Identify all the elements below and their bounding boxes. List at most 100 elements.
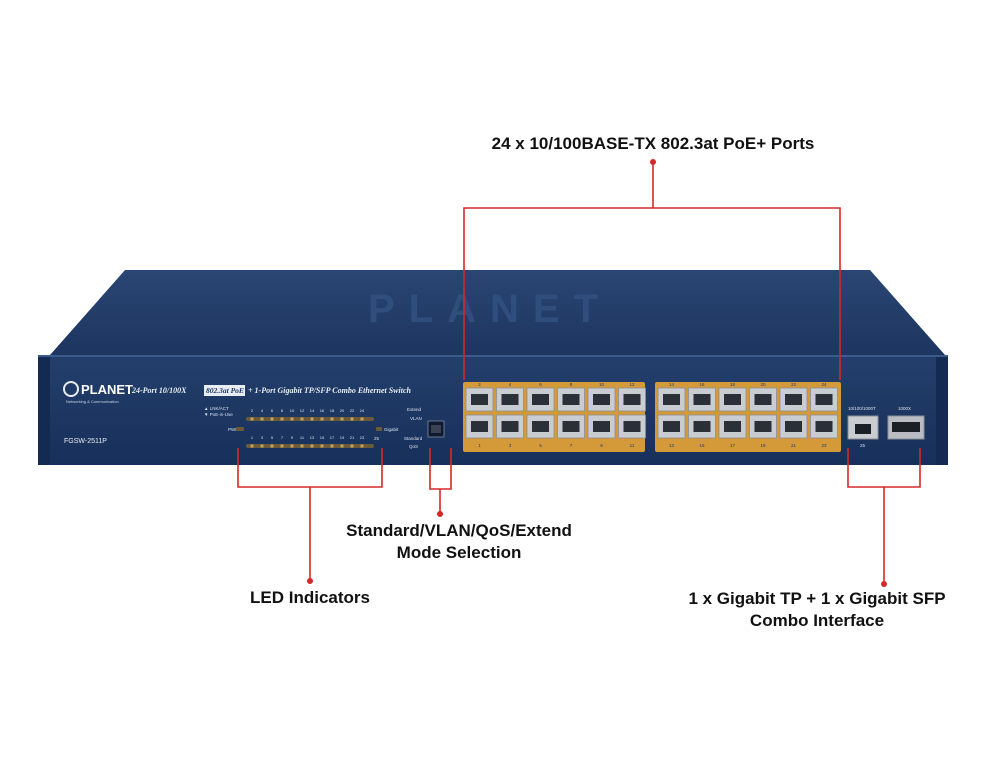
mode-callout-line2: Mode Selection (396, 543, 522, 562)
chassis-top (50, 270, 945, 355)
led-number-top-10: 10 (290, 408, 295, 413)
poe-port-bottom-slot-3 (501, 421, 519, 432)
poe-port-bottom-slot-9 (593, 421, 610, 432)
combo-sfp-slot (892, 422, 920, 432)
led-callout-text: LED Indicators (250, 588, 370, 607)
port-number-bottom-21: 21 (791, 443, 797, 448)
combo-port-number: 25 (860, 443, 866, 448)
combo-callout-label: 1 x Gigabit TP + 1 x Gigabit SFP Combo I… (652, 588, 982, 632)
led-number-bottom-9: 9 (291, 435, 294, 440)
combo-callout-line2: Combo Interface (749, 611, 885, 630)
poe-port-top-slot-24 (815, 394, 833, 405)
led-callout-label: LED Indicators (210, 587, 410, 609)
led-number-top-20: 20 (340, 408, 345, 413)
port-number-bottom-11: 11 (630, 443, 635, 448)
description-badge: 802.3at PoE (206, 386, 244, 395)
poe-port-bottom-slot-5 (532, 421, 549, 432)
brand-name: PLANET (81, 382, 133, 397)
led-number-bottom-7: 7 (281, 435, 284, 440)
led-number-bottom-23: 23 (360, 435, 365, 440)
port-number-bottom-9: 9 (600, 443, 603, 448)
port-number-bottom-3: 3 (509, 443, 512, 448)
callout-ports-dot (650, 159, 656, 165)
mode-label-qos: QoS (409, 444, 418, 449)
led-bottom-19 (340, 444, 344, 448)
led-top-6 (270, 417, 274, 421)
mode-selector-knob[interactable] (431, 425, 441, 433)
callout-dots (307, 159, 887, 587)
led-bottom-1 (250, 444, 254, 448)
poe-port-top-slot-22 (785, 394, 802, 405)
poe-port-bottom-slot-17 (724, 421, 741, 432)
combo-tp-label: 10/100/1000T (848, 406, 876, 411)
mode-label-vlan: VLAN (410, 416, 422, 421)
port-number-top-14: 14 (669, 382, 675, 387)
poe-port-bottom-slot-15 (693, 421, 711, 432)
led-number-bottom-19: 19 (340, 435, 345, 440)
led-number-top-14: 14 (310, 408, 315, 413)
port-number-top-8: 8 (570, 382, 573, 387)
led-bottom-21 (350, 444, 354, 448)
led-top-24 (360, 417, 364, 421)
planet-logo-icon (63, 381, 79, 397)
led-gigabit (376, 427, 382, 431)
poe-port-top-slot-14 (663, 394, 680, 405)
led-bottom-11 (300, 444, 304, 448)
port-number-bottom-5: 5 (539, 443, 542, 448)
poe-port-top-slot-8 (562, 394, 580, 405)
port-number-bottom-7: 7 (570, 443, 573, 448)
led-bottom-3 (260, 444, 264, 448)
led-top-2 (250, 417, 254, 421)
led-top-8 (280, 417, 284, 421)
led-bottom-5 (270, 444, 274, 448)
port-number-top-12: 12 (629, 382, 635, 387)
callout-ports-bracket (463, 207, 841, 380)
rack-ear-left (38, 355, 50, 465)
top-logo-watermark: PLANET (368, 287, 612, 331)
port-number-top-20: 20 (760, 382, 766, 387)
port-number-bottom-1: 1 (478, 443, 481, 448)
mode-callout-line1: Standard/VLAN/QoS/Extend (346, 521, 572, 540)
poe-port-top-slot-20 (754, 394, 772, 405)
led-number-bottom-21: 21 (350, 435, 355, 440)
description-prefix: 24-Port 10/100X (131, 386, 187, 395)
callout-lines (237, 163, 921, 583)
led-bottom-13 (310, 444, 314, 448)
led-number-top-18: 18 (330, 408, 335, 413)
led-number-bottom-11: 11 (300, 435, 305, 440)
poe-port-bottom-slot-13 (663, 421, 680, 432)
mode-callout-label: Standard/VLAN/QoS/Extend Mode Selection (309, 520, 609, 564)
port-number-bottom-23: 23 (821, 443, 827, 448)
led-strip-bottom (246, 444, 374, 448)
poe-port-top-slot-10 (593, 394, 610, 405)
led-number-top-4: 4 (261, 408, 264, 413)
poe-port-top-slot-4 (501, 394, 519, 405)
port-number-top-4: 4 (509, 382, 512, 387)
led-bottom-15 (320, 444, 324, 448)
poe-port-bottom-slot-7 (562, 421, 580, 432)
led-bottom-17 (330, 444, 334, 448)
combo-callout-line1: 1 x Gigabit TP + 1 x Gigabit SFP (688, 589, 946, 608)
model-number: FGSW-2511P (64, 438, 107, 445)
description-suffix: + 1-Port Gigabit TP/SFP Combo Ethernet S… (248, 386, 411, 395)
led-top-10 (290, 417, 294, 421)
port-number-bottom-17: 17 (730, 443, 736, 448)
port-number-bottom-19: 19 (760, 443, 766, 448)
port-number-top-2: 2 (478, 382, 481, 387)
led-top-16 (320, 417, 324, 421)
poe-badge-box (204, 385, 245, 396)
led-number-bottom-13: 13 (310, 435, 315, 440)
poe-port-top-slot-12 (623, 394, 641, 405)
port-number-top-16: 16 (699, 382, 705, 387)
mode-label-standard: Standard (404, 436, 423, 441)
poe-port-top-slot-6 (532, 394, 549, 405)
poe-port-top-slot-2 (471, 394, 488, 405)
led-strip-top (246, 417, 374, 421)
led-gigabit-label: Gigabit (384, 427, 399, 432)
led-top-20 (340, 417, 344, 421)
callout-combo-dot (881, 581, 887, 587)
led-number-25: 25 (374, 436, 380, 441)
combo-sfp-label: 1000X (898, 406, 911, 411)
